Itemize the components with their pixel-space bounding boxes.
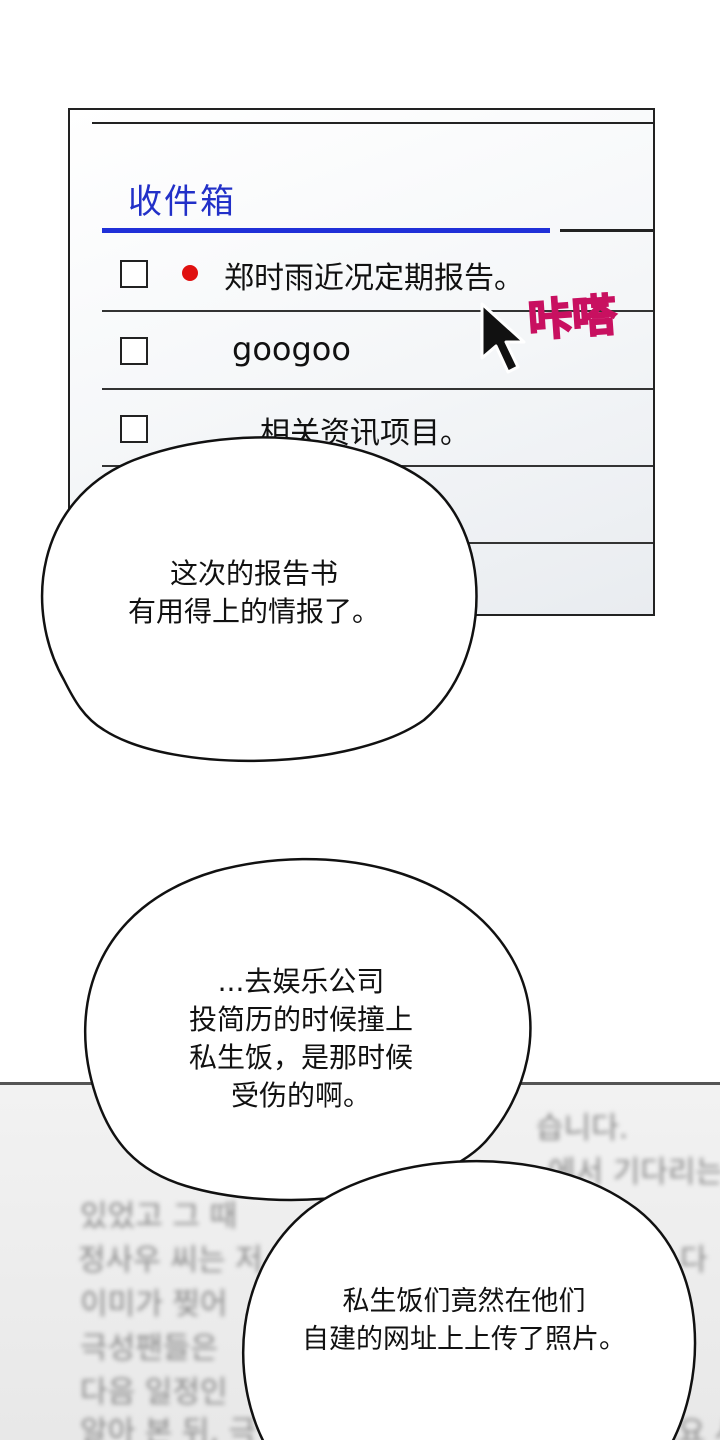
checkbox-icon[interactable] bbox=[120, 415, 148, 443]
blurred-text-line: 다 bbox=[680, 1243, 708, 1278]
bubble-2-line-3: 私生饭，是那时候 bbox=[188, 1041, 413, 1074]
row-divider bbox=[102, 388, 653, 390]
mail-row-2[interactable]: googoo bbox=[102, 312, 653, 390]
row-divider bbox=[102, 310, 653, 312]
inbox-title: 收件箱 bbox=[128, 182, 236, 222]
blurred-text-line: 습니다. bbox=[536, 1111, 629, 1146]
blurred-text-line: 다음 일정인 bbox=[80, 1375, 228, 1410]
blurred-text-line: 극성팬들은 bbox=[80, 1331, 218, 1366]
click-sound-effect: 咔嗒 bbox=[526, 289, 619, 348]
bubble-1-line-1: 这次的报告书 bbox=[169, 557, 338, 590]
bubble-2-line-4: 受伤的啊。 bbox=[230, 1079, 371, 1112]
mail-subject[interactable]: 郑时雨近况定期报告。 bbox=[224, 261, 524, 296]
blurred-text-line: 있었고 그 때 bbox=[80, 1199, 238, 1234]
mail-subject[interactable]: googoo bbox=[232, 330, 351, 368]
blurred-text-line: 정사우 씨는 저 bbox=[78, 1243, 263, 1278]
bubble-3-line-2: 自建的网址上上传了照片。 bbox=[302, 1324, 626, 1355]
window-top-rule bbox=[92, 122, 653, 124]
bubble-1-line-2: 有用得上的情报了。 bbox=[127, 595, 380, 628]
speech-bubble-1: 这次的报告书 有用得上的情报了。 bbox=[24, 430, 484, 765]
checkbox-icon[interactable] bbox=[120, 337, 148, 365]
speech-bubble-2: ...去娱乐公司 投简历的时候撞上 私生饭，是那时候 受伤的啊。 bbox=[66, 856, 536, 1208]
bubble-2-line-2: 投简历的时候撞上 bbox=[188, 1003, 413, 1036]
blurred-text-line: 이미가 찢어 bbox=[80, 1287, 228, 1322]
tab-underline bbox=[560, 229, 653, 232]
mouse-pointer-icon bbox=[480, 302, 526, 374]
speech-bubble-3: 私生饭们竟然在他们 自建的网址上上传了照片。 bbox=[228, 1150, 700, 1440]
active-tab-underline bbox=[102, 228, 550, 233]
mail-row-1[interactable]: 郑时雨近况定期报告。 bbox=[102, 235, 653, 313]
bubble-2-line-1: ...去娱乐公司 bbox=[217, 965, 385, 998]
unread-dot-icon bbox=[182, 265, 198, 281]
checkbox-icon[interactable] bbox=[120, 260, 148, 288]
blurred-text-line: 알아 본 뒤, 극 bbox=[80, 1415, 257, 1440]
bubble-3-line-1: 私生饭们竟然在他们 bbox=[342, 1286, 586, 1317]
